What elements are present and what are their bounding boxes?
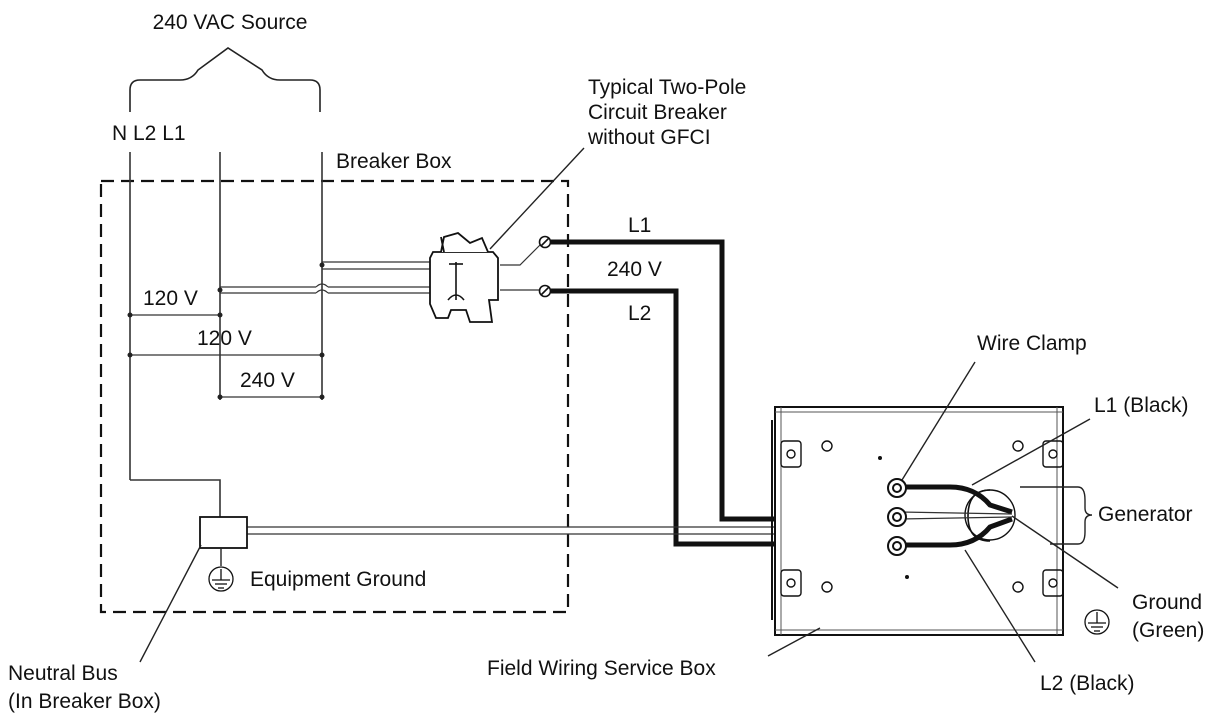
- screw-hole-icon: [1012, 581, 1024, 593]
- neutral-bus-label-line-1: Neutral Bus: [8, 662, 118, 685]
- breaker-box: Breaker Box: [99, 150, 570, 614]
- l1-black-leader-line: [971, 418, 1091, 486]
- l1-black-label: L1 (Black): [1094, 394, 1189, 417]
- breaker-label-line-1: Typical Two-Pole: [588, 76, 746, 99]
- breaker-label-line-2: Circuit Breaker: [588, 101, 727, 124]
- mounting-tab-icon: [1042, 440, 1064, 468]
- service-box-callouts: [767, 361, 1119, 663]
- breaker-handle: [440, 232, 489, 253]
- junction-dot: [217, 287, 223, 293]
- screw-hole-icon: [821, 440, 833, 452]
- equipment-ground-icon: [208, 566, 234, 592]
- clamp-screw-icon: [892, 512, 902, 522]
- breaker-taps: [217, 244, 541, 294]
- neutral-bus-group: Equipment Ground Neutral Bus (In Breaker…: [8, 516, 426, 713]
- generator-ground-icon: [1084, 609, 1110, 635]
- ground-label-line-1: Ground: [1132, 591, 1202, 614]
- junction-dot: [127, 312, 133, 318]
- screw-hole-icon: [1012, 440, 1024, 452]
- wire-crossover: [315, 283, 329, 288]
- source-title: 240 VAC Source: [153, 11, 308, 34]
- feed-l1-label: L1: [628, 214, 651, 237]
- junction-dot: [127, 352, 133, 358]
- ground-leader-line: [1011, 515, 1119, 589]
- voltage-label-n-l2: 120 V: [143, 287, 198, 310]
- generator-ground-wire: [899, 511, 1013, 520]
- cable-knockout-icon: [964, 489, 1016, 541]
- source-group: 240 VAC Source N L2 L1: [112, 11, 321, 145]
- breaker-body: [429, 251, 499, 323]
- source-terminals: N L2 L1: [112, 122, 186, 145]
- mounting-tab-icon: [1042, 569, 1064, 597]
- terminal-screw-slot: [540, 237, 550, 247]
- feed-l2-label: L2: [628, 302, 651, 325]
- mounting-hole-icon: [1048, 578, 1058, 588]
- service-box: [771, 406, 1064, 636]
- breaker-leader-line: [489, 147, 585, 250]
- voltage-indicators: [127, 312, 325, 400]
- mounting-tab-icon: [780, 569, 802, 597]
- wire-clamp-leader-line: [901, 361, 976, 481]
- rivet-dot: [905, 575, 909, 579]
- breaker-link-arc: [447, 294, 465, 301]
- junction-dot: [319, 352, 325, 358]
- neutral-to-bus-wire: [130, 479, 221, 517]
- ground-label-line-2: (Green): [1132, 619, 1204, 642]
- mounting-hole-icon: [786, 449, 796, 459]
- source-brace: [129, 47, 321, 112]
- voltage-label-n-l1: 120 V: [197, 327, 252, 350]
- breaker-label-line-3: without GFCI: [587, 126, 711, 149]
- generator-label: Generator: [1098, 503, 1193, 526]
- l2-black-leader-line: [964, 549, 1036, 663]
- wire-crossover: [315, 289, 329, 294]
- mounting-hole-icon: [786, 578, 796, 588]
- circuit-breaker-icon: [429, 232, 499, 323]
- generator-conductors: [900, 484, 1013, 548]
- junction-dot: [217, 394, 223, 400]
- breaker-terminals: [538, 235, 552, 298]
- generator-brace: [1020, 486, 1093, 545]
- l2-black-label: L2 (Black): [1040, 672, 1135, 695]
- mounting-hole-icon: [1048, 449, 1058, 459]
- neutral-bus-leader-line: [139, 544, 202, 663]
- clamp-screw-icon: [892, 541, 902, 551]
- junction-dot: [319, 262, 325, 268]
- generator-l1-wire: [900, 484, 1013, 515]
- breaker-box-label: Breaker Box: [336, 150, 452, 173]
- neutral-bus-label-line-2: (In Breaker Box): [8, 690, 161, 713]
- screw-hole-icon: [821, 581, 833, 593]
- junction-dot: [217, 312, 223, 318]
- service-box-leader-line: [767, 627, 821, 657]
- breaker-callout: Typical Two-Pole Circuit Breaker without…: [489, 76, 746, 250]
- terminal-screw-slot: [540, 286, 550, 296]
- wire-clamp-label: Wire Clamp: [977, 332, 1087, 355]
- breaker-handle-edge: [440, 236, 445, 253]
- breaker-out-l1: [500, 244, 541, 266]
- clamp-screw-icon: [892, 483, 902, 493]
- mounting-tab-icon: [780, 440, 802, 468]
- mounting-tabs: [780, 440, 1064, 597]
- wire-clamp-terminals: [887, 478, 907, 556]
- service-box-label: Field Wiring Service Box: [487, 657, 716, 680]
- voltage-label-l2-l1: 240 V: [240, 369, 295, 392]
- equipment-ground-label: Equipment Ground: [250, 568, 426, 591]
- rivet-dot: [878, 456, 882, 460]
- generator-l2-wire: [900, 516, 1013, 548]
- neutral-bus-block: [199, 516, 248, 549]
- junction-dot: [319, 394, 325, 400]
- feed-voltage-label: 240 V: [607, 258, 662, 281]
- breaker-box-outline: [99, 179, 570, 614]
- service-box-outline: [774, 406, 1064, 636]
